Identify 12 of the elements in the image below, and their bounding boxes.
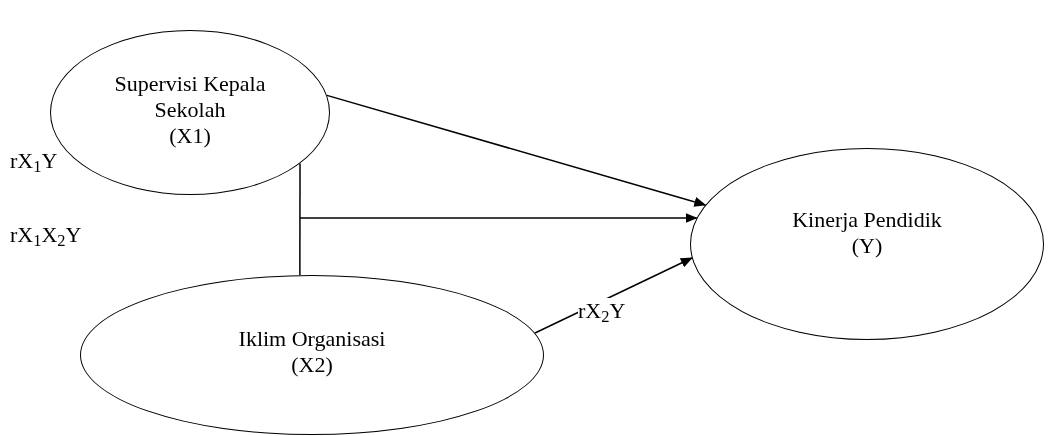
node-label: (X1) [169,123,211,149]
connector-line [299,162,301,276]
node-label: (X2) [291,352,333,378]
arrow [326,94,707,207]
arrow [299,213,698,223]
correlation-label: rX$_{1}$X$_{2}$Y [10,222,82,248]
node-label: Supervisi Kepala Sekolah [113,71,267,123]
node-label: Kinerja Pendidik [792,207,942,233]
correlation-label: rX$_{1}$Y [10,148,58,174]
node-label: Iklim Organisasi [238,326,386,352]
node-label: (Y) [851,233,883,259]
edge-label: rX$_{2}$Y [578,298,626,324]
